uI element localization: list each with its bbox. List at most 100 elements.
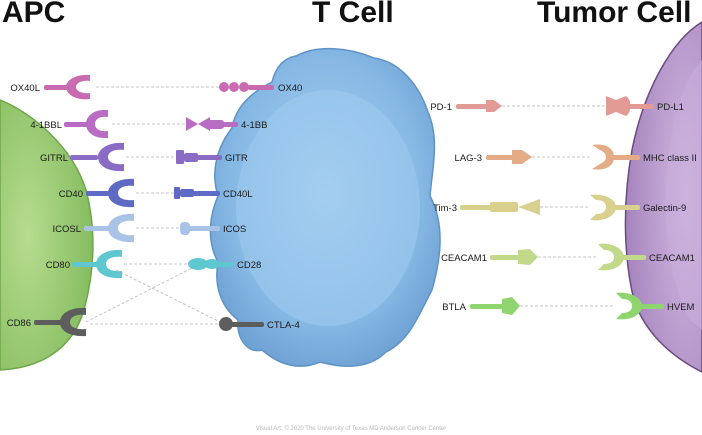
pd1-head-icon [486,100,502,112]
41bb-head-icon [186,117,210,131]
ox40-bead-2 [229,82,239,92]
tcell-receptor-icos: ICOS [180,222,246,235]
gitr-head-icon [176,150,184,164]
cd28-body [204,259,220,269]
41bbl-stem [64,122,88,127]
41bb-stem [222,122,238,127]
tcell-label-cd28: CD28 [237,260,261,271]
tcell-receptor-gitr: GITR [176,150,248,164]
tumor-label-pdl1: PD-L1 [657,102,684,113]
cd40l-head-icon [174,187,180,199]
tcell-ceacam1-head-icon [518,249,538,265]
tumor-ligand-pdl1: PD-L1 [606,96,684,116]
cd28-head-icon [188,258,208,270]
ox40l-cup-icon [66,74,90,100]
tcell-label-pd1: PD-1 [430,102,452,113]
41bbl-cup-icon [86,109,108,139]
apc-label-41bbl: 4-1BBL [30,120,62,131]
tcell-receptor-cd40l: CD40L [174,187,253,200]
tcell-label-icos: ICOS [223,224,246,235]
apc-label-cd40: CD40 [59,189,83,200]
tumor-ligand-mhc2: MHC class II [592,144,697,170]
mhc2-stem [612,155,640,160]
mhc2-cup-icon [592,144,614,170]
ox40-bead-1 [219,82,229,92]
tcell-receptor-ceacam1: CEACAM1 [441,249,538,265]
tcell-receptor-ox40: OX40 [219,82,302,94]
ox40l-stem [44,85,70,90]
lag3-head-icon [512,150,532,164]
tcell-label-ox40: OX40 [278,83,302,94]
tcell-label-tim3: Tim-3 [433,203,457,214]
ox40-bead-3 [239,82,249,92]
gitrl-cup-icon [98,142,124,172]
icosl-stem [84,226,112,231]
galectin9-stem [614,205,640,210]
tumor-ceacam1-stem [622,255,646,260]
heading-apc: APC [2,0,66,29]
tcell-receptor-pd1: PD-1 [430,100,502,113]
tim3-stem [460,205,492,210]
tumor-ligand-galectin9: Galectin-9 [590,194,686,221]
lag3-stem [486,155,514,160]
tcell-label-btla: BTLA [442,302,466,313]
credit-line: Visual Art: © 2020 The University of Tex… [255,426,447,432]
cd28-stem [216,262,234,267]
apc-ligand-cd40: CD40 [59,178,134,208]
btla-head-icon [502,297,520,315]
apc-label-cd86: CD86 [7,318,31,329]
pdl1-stem [628,104,654,109]
tumor-ceacam1-cup-icon [598,243,624,271]
heading-tumor-cell: Tumor Cell [537,0,692,29]
apc-label-icosl: ICOSL [52,224,81,235]
tim3-head-icon [518,199,540,215]
hvem-stem [640,304,664,309]
tcell-receptor-lag3: LAG-3 [455,150,532,164]
tcell-receptor-41bb: 4-1BB [186,117,267,131]
cd80-cup-icon [96,249,122,279]
interaction-lines [85,86,614,325]
gitr-stem [196,155,222,160]
tcell-label-cd40l: CD40L [223,189,253,200]
gitrl-stem [70,155,98,160]
tumor-ligand-ceacam1: CEACAM1 [598,243,695,271]
tumor-label-mhc2: MHC class II [643,153,697,164]
galectin9-cup-icon [590,194,616,221]
tumor-ligand-hvem: HVEM [616,292,695,320]
tcell-label-41bb: 4-1BB [241,120,267,131]
cd86-cup-icon [60,307,86,337]
tcell-label-ctla4: CTLA-4 [267,320,300,331]
ctla4-stem [230,322,264,327]
apc-ligand-ox40l: OX40L [10,74,90,100]
t-cell-nucleus [236,90,420,326]
cd40l-body [180,189,194,197]
tcell-label-ceacam1: CEACAM1 [441,253,487,264]
tumor-label-hvem: HVEM [667,302,695,313]
tim3-body [490,202,518,212]
tumor-label-galectin9: Galectin-9 [643,203,686,214]
tcell-ceacam1-stem [490,255,520,260]
apc-ligand-icosl: ICOSL [52,213,134,243]
apc-label-cd80: CD80 [46,260,70,271]
tcell-receptor-btla: BTLA [442,297,520,315]
tcell-label-gitr: GITR [225,153,248,164]
apc-ligand-41bbl: 4-1BBL [30,109,108,139]
cd86-stem [34,320,64,325]
tumor-cell-nucleus [665,60,702,330]
tumor-label-ceacam1: CEACAM1 [649,253,695,264]
ox40-stem [248,85,274,90]
icos-head-icon [180,222,190,235]
heading-t-cell: T Cell [312,0,394,29]
gitr-body [184,153,198,162]
ctla4-head-icon [219,317,233,331]
link-cd80-ctla4 [115,269,221,323]
apc-ligand-gitrl: GITRL [40,142,124,172]
hvem-cup-icon [616,292,642,320]
pd1-stem [456,104,488,109]
link-cd86-cd28 [85,267,193,323]
tcell-receptor-cd28: CD28 [188,258,261,271]
tcell-receptor-ctla4: CTLA-4 [219,317,300,331]
btla-stem [470,304,504,309]
